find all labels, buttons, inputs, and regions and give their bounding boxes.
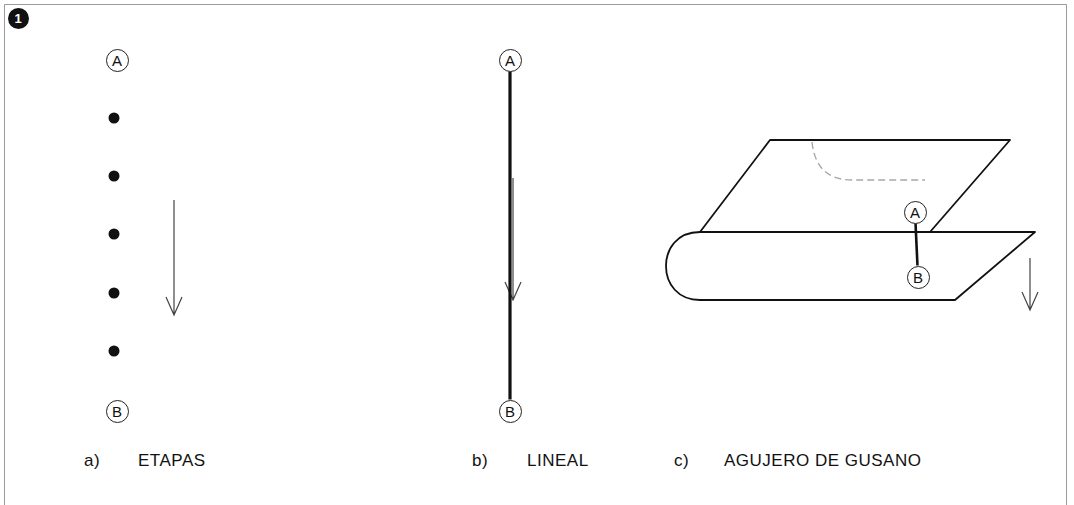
- point-circle: B: [106, 400, 129, 423]
- node-text: A: [910, 205, 920, 220]
- point-circle: A: [904, 201, 927, 224]
- callout-number: 1: [8, 8, 29, 29]
- point-circle: A: [106, 49, 129, 72]
- node-text: B: [913, 270, 923, 285]
- node-text: A: [112, 53, 122, 68]
- panel-title: ETAPAS: [138, 452, 206, 469]
- node-text: B: [505, 404, 515, 419]
- point-circle: A: [499, 49, 522, 72]
- point-circle: B: [499, 400, 522, 423]
- hidden-path: [812, 142, 925, 180]
- panel-title: AGUJERO DE GUSANO: [724, 452, 921, 469]
- stage-dots: [109, 113, 120, 357]
- panel-letter: b): [472, 452, 488, 469]
- panel-letter: c): [674, 452, 689, 469]
- node-text: B: [112, 404, 122, 419]
- panel-letter: a): [84, 452, 100, 469]
- frame: [5, 5, 1067, 505]
- point-circle: B: [907, 266, 930, 289]
- folded-sheet: [666, 140, 1035, 300]
- node-text: A: [505, 53, 515, 68]
- connector-line: [916, 223, 918, 265]
- connector-line: [508, 72, 511, 400]
- node-text: 1: [14, 12, 21, 25]
- panel-title: LINEAL: [527, 452, 589, 469]
- direction-arrow: [166, 178, 1038, 315]
